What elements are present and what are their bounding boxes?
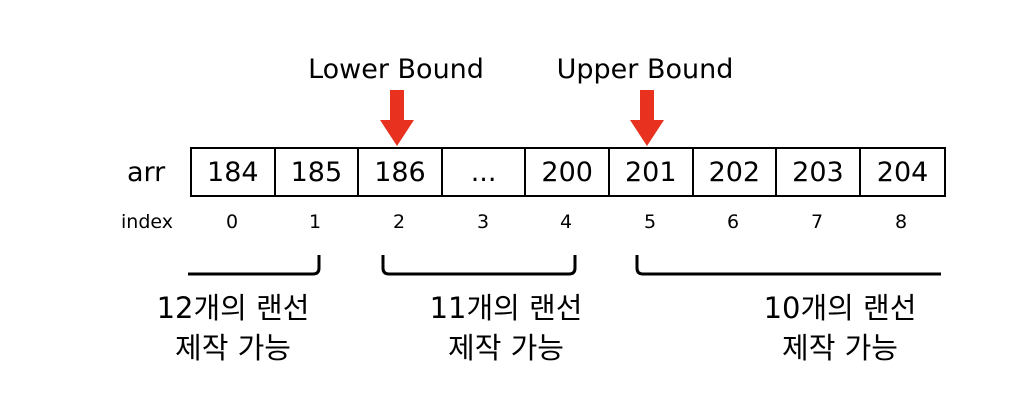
index-label: index — [121, 211, 173, 233]
index-value: 7 — [810, 211, 824, 233]
upper-bound-arrow-icon — [630, 90, 664, 146]
group-caption-3: 10개의 랜선 제작 가능 — [725, 288, 955, 368]
group-caption-line: 제작 가능 — [448, 331, 564, 365]
array-cells: 184 185 186 ... 200 201 202 203 204 — [190, 147, 947, 197]
index-value: 1 — [308, 211, 322, 233]
group-caption-line: 제작 가능 — [782, 331, 898, 365]
array-cell: 200 — [526, 149, 610, 195]
group-caption-line: 11개의 랜선 — [429, 291, 583, 325]
index-value: 5 — [643, 211, 657, 233]
array-cell: 204 — [876, 156, 929, 188]
group-caption-1: 12개의 랜선 제작 가능 — [118, 288, 348, 368]
array-cell: 184 — [192, 149, 276, 195]
array-cell: 186 — [359, 149, 443, 195]
index-value: 6 — [726, 211, 740, 233]
group-caption-line: 10개의 랜선 — [763, 291, 917, 325]
index-value: 0 — [225, 211, 239, 233]
group-caption-2: 11개의 랜선 제작 가능 — [391, 288, 621, 368]
lower-bound-label: Lower Bound — [308, 54, 484, 85]
lower-bound-arrow-icon — [380, 90, 414, 146]
index-value: 8 — [894, 211, 908, 233]
array-cell: ... — [443, 149, 527, 195]
upper-bound-label: Upper Bound — [556, 54, 734, 85]
array-cell: 202 — [694, 149, 778, 195]
index-value: 4 — [559, 211, 573, 233]
bracket-group-1 — [188, 255, 321, 276]
array-cell: 203 — [777, 149, 861, 195]
bracket-group-2 — [381, 255, 577, 276]
array-cell: 185 — [276, 149, 360, 195]
index-value: 2 — [392, 211, 406, 233]
array-cell: 201 — [610, 149, 694, 195]
bracket-group-3 — [635, 255, 941, 276]
arr-label: arr — [127, 157, 166, 188]
group-caption-line: 제작 가능 — [175, 331, 291, 365]
index-value: 3 — [476, 211, 490, 233]
group-caption-line: 12개의 랜선 — [156, 291, 310, 325]
